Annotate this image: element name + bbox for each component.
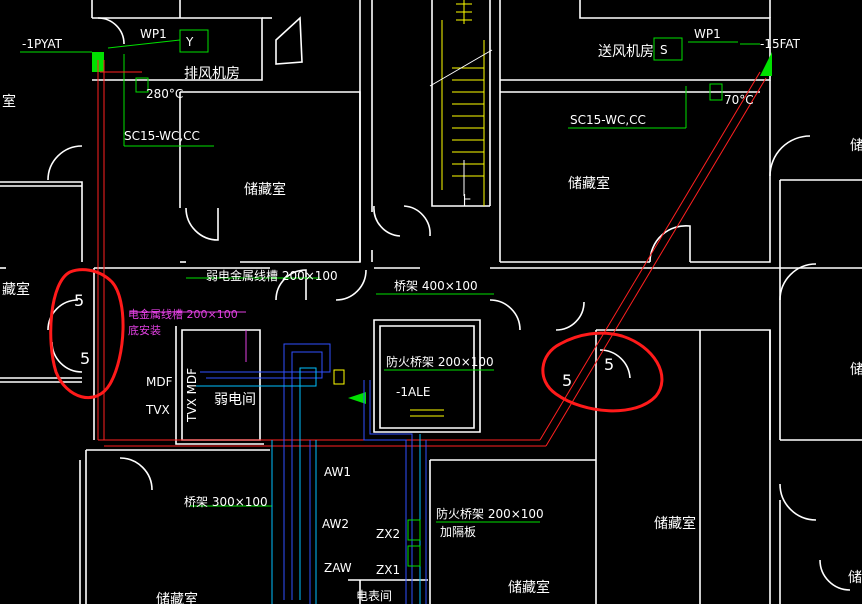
- label-storage-bottom-left: 储藏室: [156, 591, 198, 604]
- label-aw2: AW2: [322, 517, 349, 531]
- label-fat: -15FAT: [760, 37, 801, 51]
- partitions: [333, 369, 444, 567]
- label-five-b: 5: [80, 349, 90, 368]
- annotation-circle-right: [541, 331, 664, 413]
- label-room-left-edge-top: 室: [2, 93, 16, 110]
- label-zaw: ZAW: [324, 561, 352, 575]
- label-five-a: 5: [74, 291, 84, 310]
- label-storage-left-edge: 藏室: [2, 281, 30, 298]
- damper-left: [135, 77, 149, 93]
- label-weak-trunk-magenta: 电金属线槽 200×100: [128, 307, 238, 321]
- fan-y-icon: Y: [185, 35, 194, 49]
- fan-box-left: [179, 29, 209, 53]
- label-fire-tray-bottom: 防火桥架 200×100: [436, 506, 544, 521]
- label-wp1-right: WP1: [694, 27, 721, 41]
- label-tray-400: 桥架 400×100: [394, 279, 478, 293]
- label-five-c: 5: [562, 371, 572, 390]
- green-marker-right: [760, 52, 772, 76]
- label-tvx-mdf-vertical: TVX MDF: [185, 368, 199, 423]
- red-lines: [97, 60, 767, 447]
- label-sc15-right: SC15-WC,CC: [570, 113, 646, 127]
- label-ale: -1ALE: [396, 385, 430, 399]
- annotation-circle-left: [49, 268, 125, 400]
- label-fire-tray-200: 防火桥架 200×100: [386, 354, 494, 369]
- fan-box-right: [653, 37, 683, 61]
- label-storage-top-right: 储藏室: [568, 175, 610, 192]
- label-right-edge-top: 储: [850, 138, 862, 154]
- text-labels: -1PYAT WP1 排风机房 280°C SC15-WC,CC 储藏室 上 藏…: [2, 27, 862, 604]
- label-storage-bottom-mid: 储藏室: [508, 579, 550, 596]
- label-sc15-left: SC15-WC,CC: [124, 129, 200, 143]
- label-meter-room: 电表间: [356, 589, 392, 603]
- damper-right: [709, 83, 723, 101]
- label-partition: 加隔板: [440, 525, 476, 539]
- annotation-circles: [49, 268, 664, 413]
- stair: [429, 0, 493, 206]
- label-bottom-install: 底安装: [128, 323, 161, 337]
- label-right-edge-mid: 储: [850, 362, 862, 378]
- label-supply-room: 送风机房: [598, 44, 654, 60]
- label-weak-trunk: 弱电金属线槽 200×100: [206, 268, 338, 283]
- label-right-edge-bottom: 储: [848, 570, 862, 586]
- label-zx2: ZX2: [376, 527, 400, 541]
- green-marker-center: [348, 392, 366, 404]
- label-tray-300: 桥架 300×100: [184, 495, 268, 509]
- label-up: 上: [458, 194, 472, 210]
- label-aw1: AW1: [324, 465, 351, 479]
- label-tvx: TVX: [145, 403, 170, 417]
- label-pyat: -1PYAT: [22, 37, 63, 51]
- label-storage-top-left: 储藏室: [244, 181, 286, 198]
- label-exhaust-room: 排风机房: [184, 66, 240, 82]
- label-storage-bottom-right: 储藏室: [654, 515, 696, 532]
- label-wp1-left: WP1: [140, 27, 167, 41]
- label-mdf: MDF: [146, 375, 173, 389]
- fan-s-icon: S: [660, 43, 668, 57]
- label-zx1: ZX1: [376, 563, 400, 577]
- label-temp-70: 70°C: [724, 93, 754, 107]
- label-five-d: 5: [604, 355, 614, 374]
- label-temp-280: 280°C: [146, 87, 183, 101]
- trays: [130, 311, 427, 604]
- label-weak-room: 弱电间: [214, 392, 256, 408]
- green-lines: [20, 39, 760, 523]
